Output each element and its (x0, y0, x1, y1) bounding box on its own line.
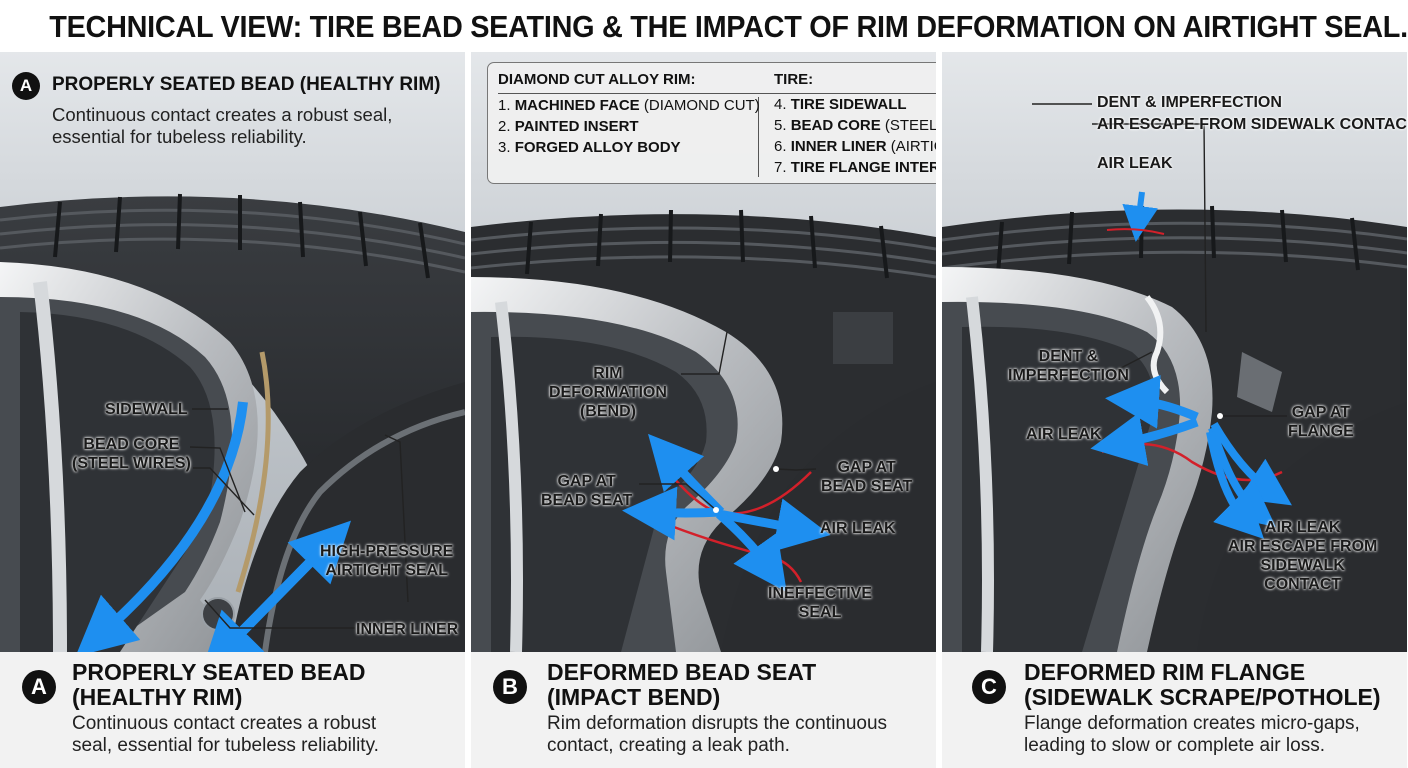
panel-c-illustration (942, 52, 1407, 652)
page-title: TECHNICAL VIEW: TIRE BEAD SEATING & THE … (49, 9, 1408, 44)
divider-right (937, 52, 941, 768)
label-bead-core: BEAD CORE (STEEL WIRES) (72, 436, 191, 472)
panel-c: DENT & IMPERFECTION AIR ESCAPE FROM SIDE… (942, 52, 1407, 768)
panel-b-caption: B DEFORMED BEAD SEAT (IMPACT BEND) Rim d… (471, 652, 936, 768)
label-inner-liner: INNER LINER (356, 621, 459, 638)
legend-rule (498, 93, 936, 94)
panel-a-top-description: Continuous contact creates a robust seal… (52, 104, 393, 147)
panel-a-heading: PROPERLY SEATED BEAD (HEALTHY RIM) (72, 659, 366, 710)
panel-c-caption: C DEFORMED RIM FLANGE (SIDEWALK SCRAPE/P… (942, 652, 1407, 768)
legend-rim-item: 3. FORGED ALLOY BODY (498, 139, 681, 156)
legend-rim-item: 2. PAINTED INSERT (498, 118, 639, 135)
panel-c-heading: DEFORMED RIM FLANGE (SIDEWALK SCRAPE/POT… (1024, 659, 1381, 710)
label-gap-flange: GAP AT FLANGE (1288, 404, 1354, 440)
label-air-leak-bottom: AIR LEAK AIR ESCAPE FROM SIDEWALK CONTAC… (1228, 519, 1378, 593)
label-gap-bead-seat-right: GAP AT BEAD SEAT (821, 459, 913, 495)
label-rim-deformation: RIM DEFORMATION (BEND) (549, 365, 667, 420)
legend-tire-header: TIRE: (774, 71, 814, 88)
label-air-leak: AIR LEAK (820, 520, 896, 537)
label-dent-top: DENT & IMPERFECTION (1097, 94, 1282, 111)
panel-b-description: Rim deformation disrupts the continuous … (547, 713, 888, 756)
divider-left (466, 52, 470, 768)
label-airtight-seal: HIGH-PRESSURE AIRTIGHT SEAL (320, 543, 454, 579)
label-air-leak-left: AIR LEAK (1026, 426, 1102, 443)
label-air-leak-top: AIR LEAK (1097, 155, 1173, 172)
legend-tire-item: 4. TIRE SIDEWALL (774, 96, 907, 113)
panel-c-description: Flange deformation creates micro-gaps, l… (1024, 713, 1360, 756)
legend-tire-item: 6. INNER LINER (AIRTIGHT BARRIER) (774, 138, 936, 155)
label-dent: DENT & IMPERFECTION (1008, 348, 1129, 384)
panel-a-top-heading: PROPERLY SEATED BEAD (HEALTHY RIM) (52, 74, 441, 95)
legend-box: DIAMOND CUT ALLOY RIM: TIRE: 1. MACHINED… (487, 62, 936, 184)
legend-separator (758, 97, 759, 177)
legend-rim-header: DIAMOND CUT ALLOY RIM: (498, 71, 696, 88)
legend-tire-item: 7. TIRE FLANGE INTERFACE (774, 159, 936, 176)
label-sidewall: SIDEWALL (105, 401, 188, 418)
label-air-escape-top: AIR ESCAPE FROM SIDEWALK CONTACT (1097, 116, 1407, 133)
panel-a-top-badge: A (12, 72, 40, 100)
label-ineffective-seal: INEFFECTIVE SEAL (768, 585, 873, 621)
panel-a-badge: A (22, 670, 56, 704)
legend-tire-item: 5. BEAD CORE (STEEL WIRES) (774, 117, 936, 134)
panel-a-description: Continuous contact creates a robust seal… (72, 713, 379, 756)
panel-b: DIAMOND CUT ALLOY RIM: TIRE: 1. MACHINED… (471, 52, 936, 768)
panel-a-illustration (0, 52, 465, 652)
panel-a: A PROPERLY SEATED BEAD (HEALTHY RIM) Con… (0, 52, 465, 768)
panel-c-badge: C (972, 670, 1006, 704)
panel-b-illustration (471, 52, 936, 652)
panel-a-caption: A PROPERLY SEATED BEAD (HEALTHY RIM) Con… (0, 652, 465, 768)
legend-rim-item: 1. MACHINED FACE (DIAMOND CUT) (498, 97, 760, 114)
panel-b-badge: B (493, 670, 527, 704)
label-gap-bead-seat-left: GAP AT BEAD SEAT (541, 473, 633, 509)
panel-b-heading: DEFORMED BEAD SEAT (IMPACT BEND) (547, 659, 817, 710)
